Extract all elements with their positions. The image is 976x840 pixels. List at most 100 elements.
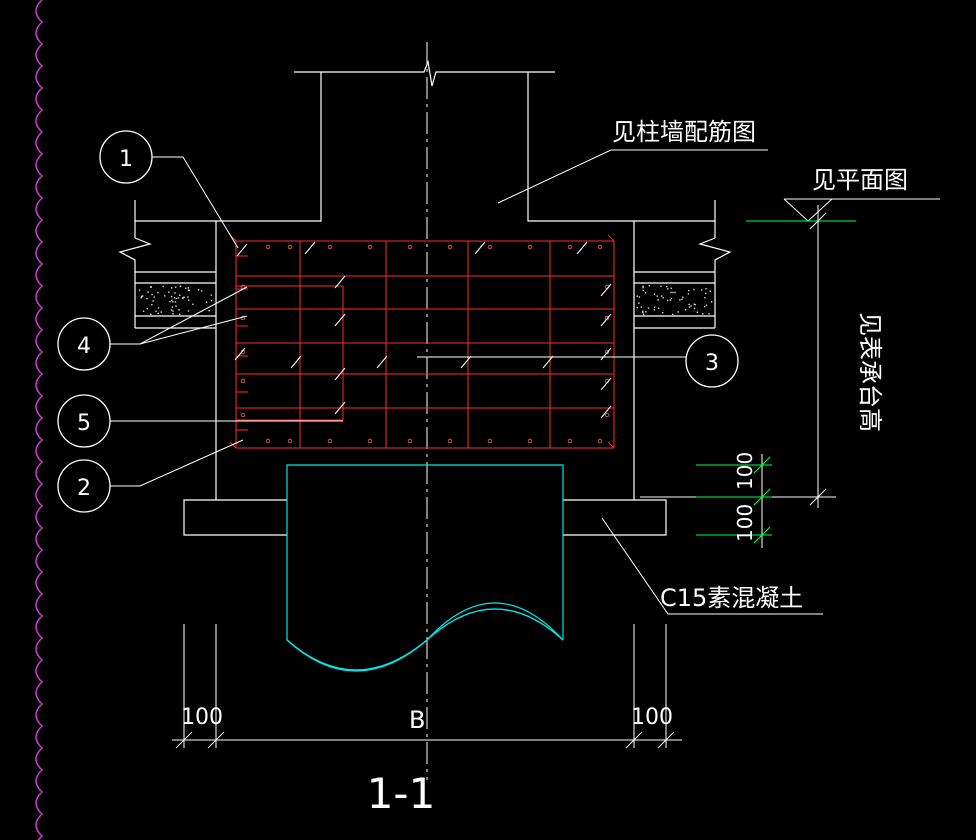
margin-wave-border <box>35 0 44 840</box>
cap-height-ref-label: 见表承台高 <box>856 312 884 432</box>
rebar-tick <box>600 347 612 361</box>
hatch-dot <box>638 302 640 304</box>
hatch-dot <box>656 295 659 297</box>
rebar-dot <box>240 412 246 418</box>
callout-3-label: 3 <box>705 351 719 376</box>
hatch-dot <box>642 286 644 289</box>
hatch-dot <box>170 309 173 311</box>
hatch-dot <box>636 295 638 297</box>
hatch-dot <box>171 306 174 308</box>
hatch-dot <box>138 289 141 291</box>
hatch-dot <box>183 296 185 299</box>
hatch-dot <box>155 310 157 313</box>
hatch-dot <box>682 296 684 298</box>
stirrup-box <box>235 285 344 421</box>
hatch-dot <box>672 291 674 294</box>
rebar-dot <box>447 244 453 250</box>
hatch-dot <box>153 296 155 298</box>
hatch-dot <box>174 292 176 294</box>
hatch-dot <box>187 310 190 312</box>
rebar-dot <box>367 244 373 250</box>
vertical-dimension-right <box>696 454 772 548</box>
rebar-tick <box>334 275 346 289</box>
section-title: 1-1 <box>367 769 436 818</box>
hatch-dot <box>648 285 651 287</box>
rebar-hook <box>607 234 615 242</box>
hatch-dot <box>638 296 641 298</box>
rebar-tick <box>236 243 248 257</box>
hatch-dot <box>192 303 194 305</box>
hatch-dot <box>693 303 695 305</box>
hatch-dot <box>642 311 644 314</box>
hatch-dot <box>640 306 643 308</box>
hatch-dot <box>653 309 656 311</box>
hatch-dot <box>179 285 182 288</box>
hatch-dot <box>162 285 164 288</box>
left-offset-dim: 100 <box>181 705 223 730</box>
pile-break-upper <box>426 602 564 641</box>
callout-1: 1 <box>99 130 153 184</box>
rebar-tick <box>542 355 554 369</box>
hatch-dot <box>188 289 191 291</box>
vertical-dim-lower: 100 <box>733 504 757 542</box>
rebar-dot <box>604 412 610 418</box>
pile-cap-outline <box>118 221 732 500</box>
hatch-dot <box>708 313 710 315</box>
rebar-dot <box>327 438 333 444</box>
rebar-dot <box>487 244 493 250</box>
hatch-dot <box>687 293 690 295</box>
hatch-dot <box>157 307 160 309</box>
rebar-ticks <box>234 241 612 419</box>
hatch-dot <box>151 304 153 306</box>
hatch-dot <box>696 311 699 313</box>
hatch-dot <box>670 297 673 300</box>
hatch-dot <box>703 305 706 308</box>
hatch-dot <box>677 311 679 313</box>
hatch-dot <box>185 287 187 289</box>
hatch-dot <box>175 286 177 288</box>
rebar-grid <box>229 234 615 449</box>
callout-3: 3 <box>685 334 739 388</box>
hatch-dot <box>662 297 664 299</box>
rebar-tick <box>304 241 316 255</box>
rebar-tick <box>334 367 346 381</box>
hatch-dot <box>157 312 159 315</box>
rebar-tick <box>576 241 588 255</box>
hatch-dot <box>168 291 170 293</box>
rebar-tick <box>600 283 612 297</box>
hatch-dot <box>709 290 711 292</box>
callout-2-label: 2 <box>77 476 91 501</box>
concrete-cushion <box>183 499 667 536</box>
column-outline <box>134 59 716 222</box>
hatch-dot <box>684 309 687 311</box>
hatch-dot <box>653 293 656 295</box>
hatch-dot <box>208 309 210 312</box>
rebar-tick <box>474 241 486 255</box>
hatch-dot <box>690 305 692 307</box>
hatch-dot <box>187 287 190 289</box>
callout-5-label: 5 <box>77 411 91 436</box>
plan-ref-label: 见平面图 <box>812 166 908 194</box>
hatch-dot <box>187 296 189 298</box>
rebar-dot <box>287 438 293 444</box>
hatch-dot <box>169 300 171 303</box>
rebar-dot <box>287 244 293 250</box>
slab-hatch-right <box>636 285 713 316</box>
hatch-dot <box>173 297 176 299</box>
hatch-dot <box>142 310 145 312</box>
rebar-dot <box>407 438 413 444</box>
hatch-dot <box>657 299 659 301</box>
rebar-tick <box>376 355 388 369</box>
hatch-dot <box>172 301 174 303</box>
hatch-dot <box>171 299 173 302</box>
rebar-tick <box>600 377 612 391</box>
hatch-dot <box>147 291 149 293</box>
hatch-dot <box>205 301 208 303</box>
leader-lines <box>110 149 823 615</box>
hatch-dot <box>642 289 644 292</box>
hatch-dot <box>160 311 162 313</box>
slab-hatch-left <box>138 285 213 316</box>
hatch-dot <box>182 296 184 299</box>
hatch-dot <box>666 299 669 302</box>
hatch-dot <box>688 289 690 292</box>
